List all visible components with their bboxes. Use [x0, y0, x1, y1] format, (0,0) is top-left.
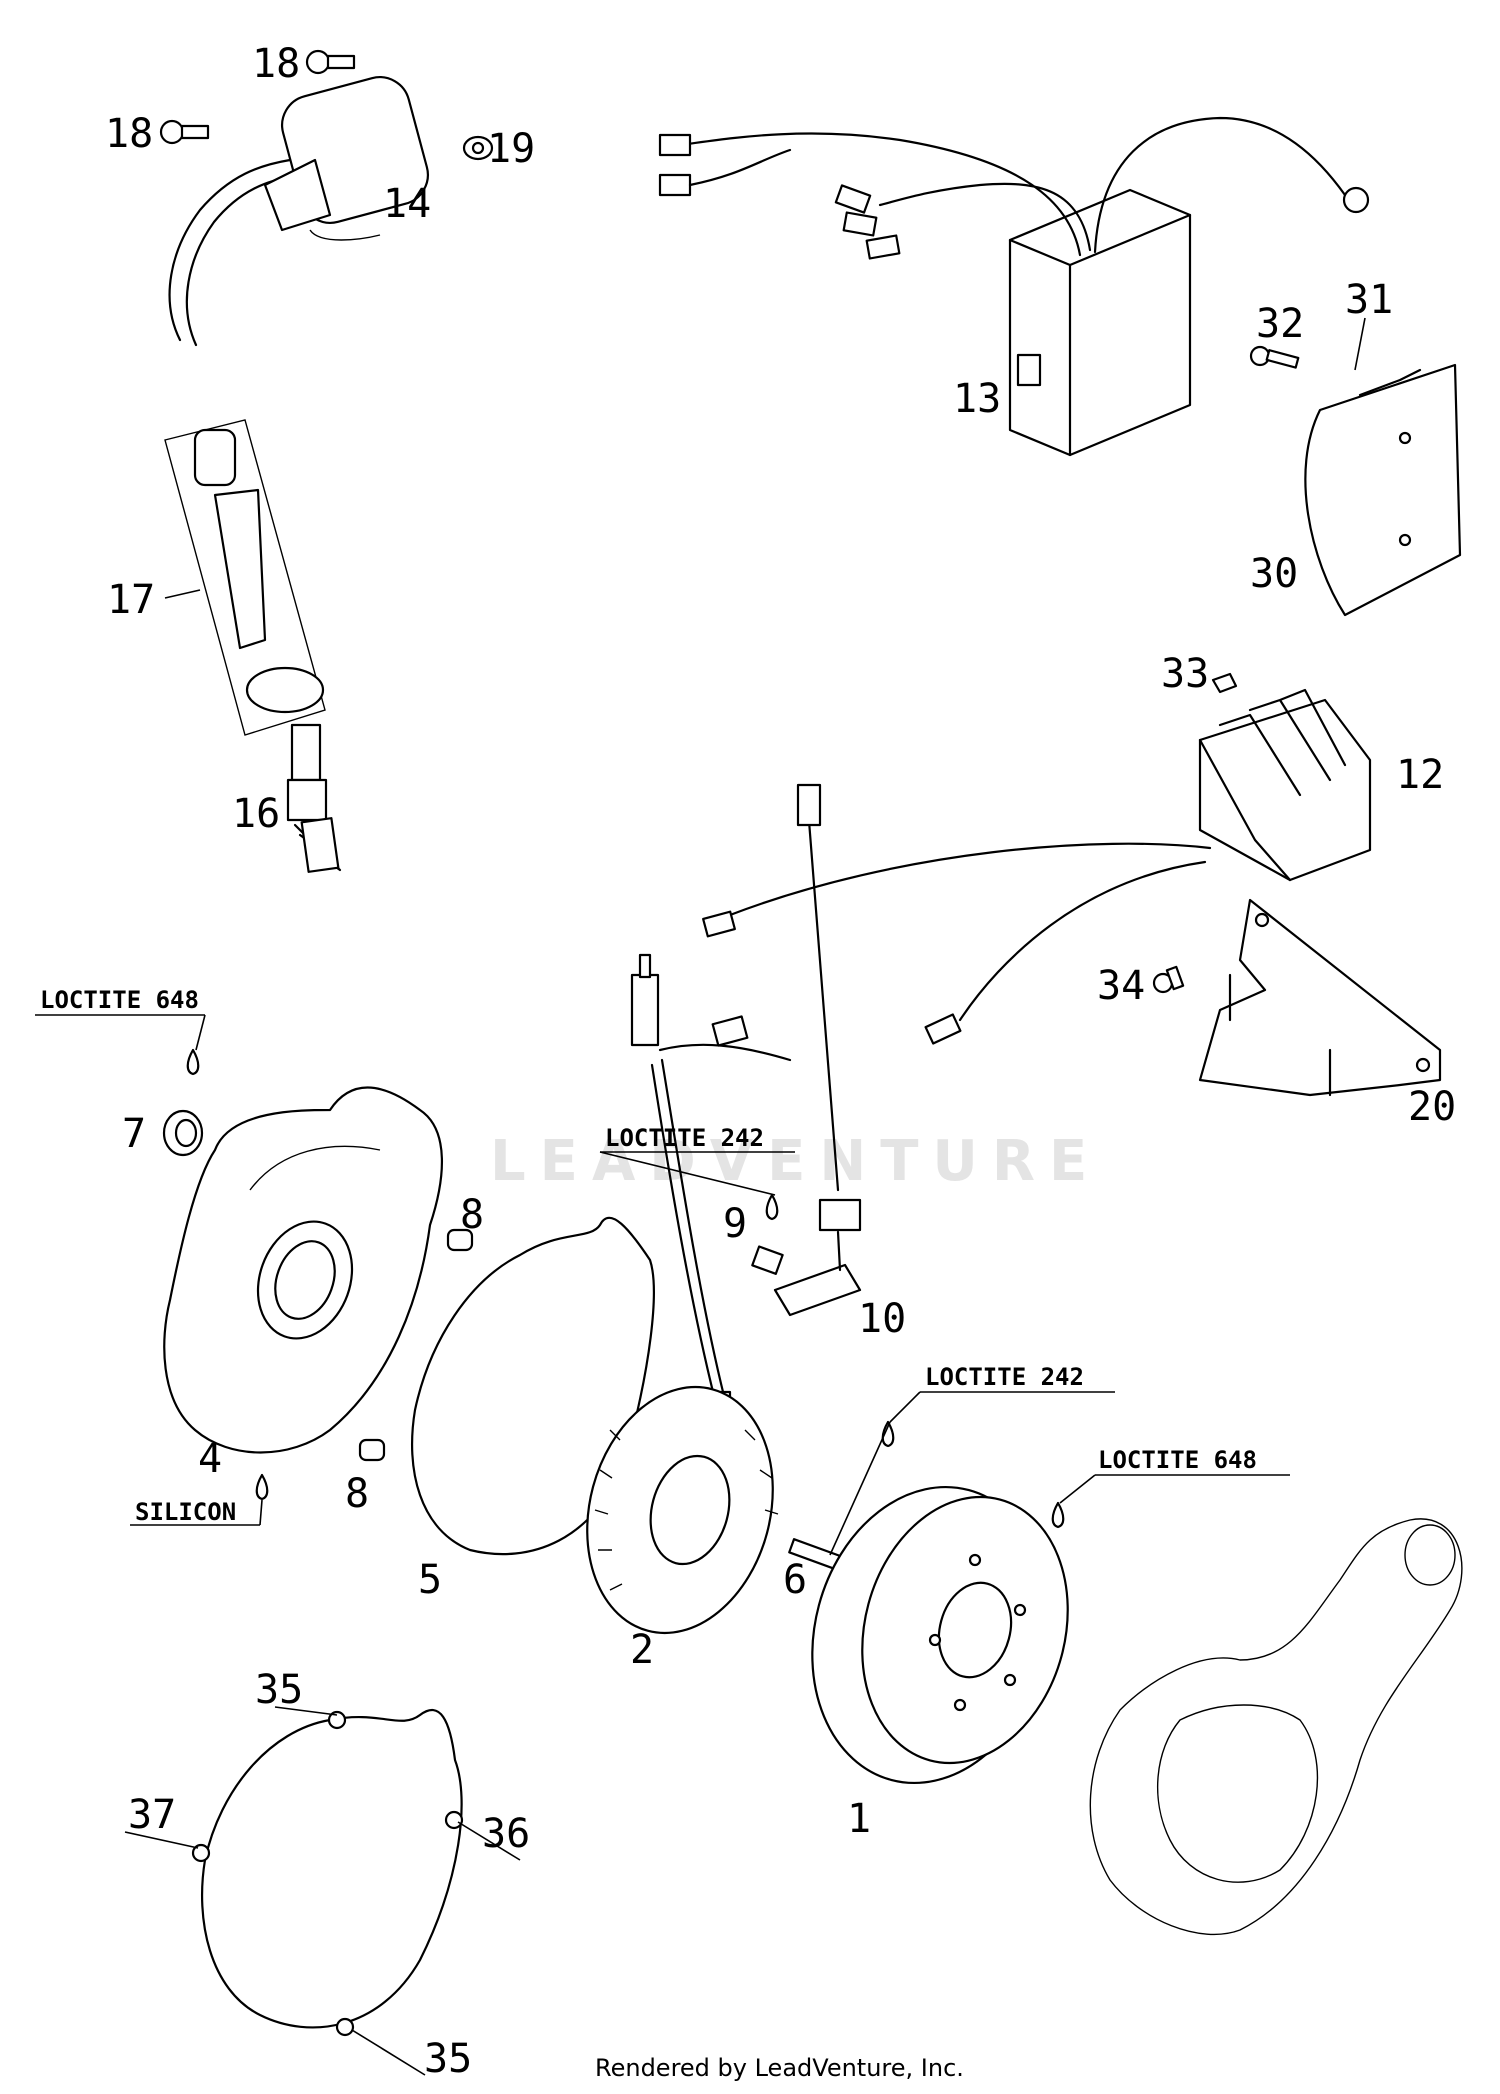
note-loctite-648-cover: LOCTITE 648: [40, 986, 199, 1014]
callout-12: 12: [1396, 752, 1444, 798]
callout-1: 1: [847, 1796, 871, 1842]
note-loctite-648-rotor: LOCTITE 648: [1098, 1446, 1257, 1474]
bushing-8-lower: [358, 1438, 386, 1462]
screw-9: [751, 1245, 784, 1275]
callout-31: 31: [1345, 277, 1393, 323]
bushing-8-upper: [446, 1228, 474, 1252]
cdi-bracket: [1304, 363, 1462, 617]
ignition-coil: [168, 76, 429, 347]
pulse-generator: [773, 1198, 862, 1317]
nut-33: [1211, 672, 1238, 694]
callout-7: 7: [122, 1111, 146, 1157]
loctite-drop-1: [1051, 1501, 1065, 1529]
callout-33: 33: [1161, 651, 1209, 697]
silicon-drop-4: [255, 1473, 269, 1501]
spark-plug-connector: [164, 419, 326, 736]
callout-20: 20: [1408, 1084, 1456, 1130]
callout-8-lower: 8: [345, 1471, 369, 1517]
callout-16: 16: [232, 791, 280, 837]
callout-34: 34: [1097, 963, 1145, 1009]
note-loctite-242-screw: LOCTITE 242: [925, 1363, 1084, 1391]
stator: [586, 1385, 779, 1635]
screw-32: [1249, 345, 1300, 369]
leader-lines: [35, 317, 1366, 2076]
callout-30: 30: [1250, 551, 1298, 597]
callout-37: 37: [128, 1792, 176, 1838]
callout-2: 2: [630, 1627, 654, 1673]
nut-19: [462, 135, 494, 161]
callout-35-bottom: 35: [424, 2036, 472, 2082]
screw-18-left: [159, 119, 210, 145]
engine-case-outline: [1089, 1518, 1463, 1936]
regulator-mount-plate: [1198, 898, 1442, 1097]
callout-6: 6: [783, 1557, 807, 1603]
watermark-text: LEADVENTURE: [490, 1129, 1101, 1194]
flywheel-rotor: [811, 1485, 1069, 1785]
callout-13: 13: [953, 376, 1001, 422]
stator-wiring: [630, 953, 792, 1424]
oil-seal-7: [162, 1109, 204, 1157]
loctite-drop-6: [881, 1420, 895, 1448]
callout-18-left: 18: [105, 111, 153, 157]
footer-credit: Rendered by LeadVenture, Inc.: [595, 2054, 964, 2082]
callout-18-top: 18: [252, 41, 300, 87]
callout-10: 10: [858, 1296, 906, 1342]
loctite-drop-7: [186, 1048, 200, 1076]
screw-34: [1152, 965, 1185, 994]
callout-5: 5: [418, 1557, 442, 1603]
callout-9: 9: [723, 1201, 747, 1247]
callout-32: 32: [1256, 301, 1304, 347]
screw-18-top: [305, 49, 356, 75]
callout-19: 19: [487, 126, 535, 172]
callout-17: 17: [107, 577, 155, 623]
callout-8-upper: 8: [460, 1192, 484, 1238]
callout-4: 4: [198, 1436, 222, 1482]
cdi-unit: [658, 116, 1370, 457]
regulator-rectifier: [702, 688, 1372, 1192]
callout-36: 36: [482, 1811, 530, 1857]
note-silicon: SILICON: [135, 1498, 236, 1526]
note-loctite-242-sensor: LOCTITE 242: [605, 1124, 764, 1152]
callout-35-top: 35: [255, 1667, 303, 1713]
spark-plug: [286, 723, 342, 873]
callout-14: 14: [383, 181, 431, 227]
loctite-drop-9: [765, 1193, 779, 1221]
ignition-cover: [163, 1086, 443, 1454]
case-gasket: [191, 1708, 464, 2037]
